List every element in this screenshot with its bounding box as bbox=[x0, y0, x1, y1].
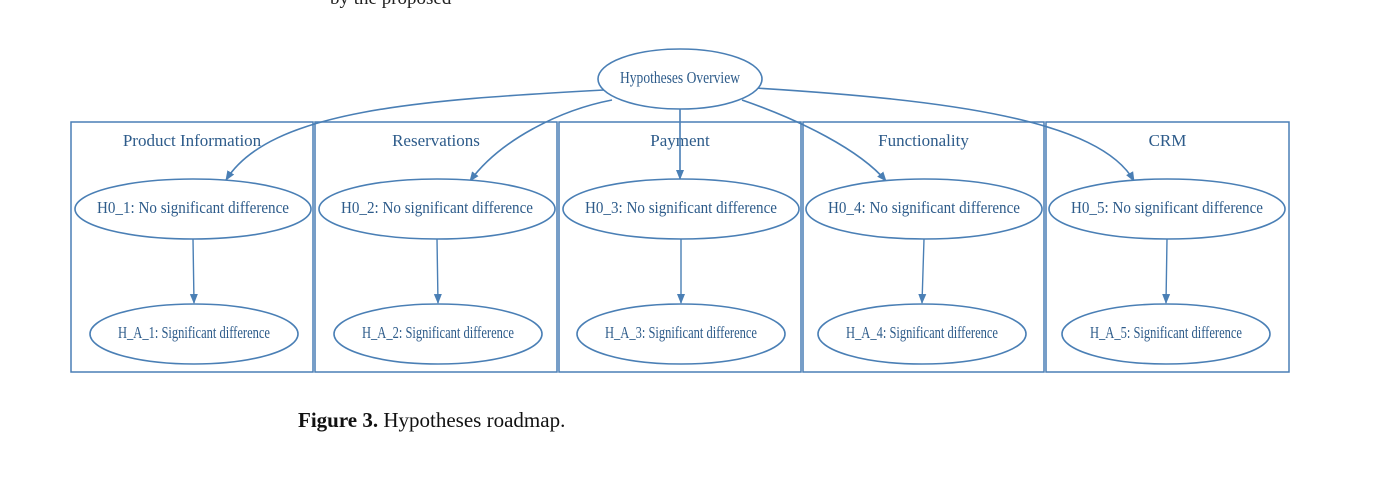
cluster-label-4: Functionality bbox=[878, 131, 969, 150]
ha-node-label-4: H_A_4: Significant difference bbox=[846, 323, 998, 342]
cluster-box-1 bbox=[70, 121, 314, 373]
ha-node-label-3: H_A_3: Significant difference bbox=[605, 323, 757, 342]
h0-node-label-4: H0_4: No significant difference bbox=[828, 198, 1020, 217]
cluster-box-5 bbox=[1045, 121, 1290, 373]
cluster-label-2: Reservations bbox=[392, 131, 480, 150]
edge-h0-to-ha-2 bbox=[433, 238, 442, 304]
cropped-text-line: by the proposed bbox=[330, 0, 730, 8]
edge-root-to-h0-5 bbox=[754, 87, 1135, 182]
ha-node-2 bbox=[333, 303, 543, 365]
h0-node-2 bbox=[318, 178, 556, 240]
cluster-box-2 bbox=[314, 121, 558, 373]
ha-node-label-2: H_A_2: Significant difference bbox=[362, 323, 514, 342]
h0-node-3 bbox=[562, 178, 800, 240]
cluster-box-4 bbox=[802, 121, 1045, 373]
h0-node-label-2: H0_2: No significant difference bbox=[341, 198, 533, 217]
ha-node-label-1: H_A_1: Significant difference bbox=[118, 323, 270, 342]
cluster-label-1: Product Information bbox=[123, 131, 262, 150]
edge-root-to-h0-2 bbox=[469, 99, 613, 182]
h0-node-label-3: H0_3: No significant difference bbox=[585, 198, 777, 217]
root-node-label: Hypotheses Overview bbox=[620, 68, 741, 87]
ha-node-1 bbox=[89, 303, 299, 365]
edge-root-to-h0-1 bbox=[225, 89, 605, 181]
edge-h0-to-ha-5 bbox=[1162, 238, 1171, 304]
h0-node-5 bbox=[1048, 178, 1286, 240]
ha-node-3 bbox=[576, 303, 786, 365]
edge-root-to-h0-4 bbox=[741, 99, 887, 182]
root-node bbox=[597, 48, 763, 110]
edge-h0-to-ha-1 bbox=[189, 238, 198, 304]
ha-node-4 bbox=[817, 303, 1027, 365]
figure-caption-label: Figure 3. bbox=[298, 408, 379, 432]
h0-node-label-1: H0_1: No significant difference bbox=[97, 198, 289, 217]
ha-node-label-5: H_A_5: Significant difference bbox=[1090, 323, 1242, 342]
figure-caption-text: Hypotheses roadmap. bbox=[383, 408, 566, 432]
h0-node-1 bbox=[74, 178, 312, 240]
figure-caption: Figure 3. Hypotheses roadmap. bbox=[298, 408, 565, 433]
ha-node-5 bbox=[1061, 303, 1271, 365]
h0-node-4 bbox=[805, 178, 1043, 240]
h0-node-label-5: H0_5: No significant difference bbox=[1071, 198, 1263, 217]
cluster-label-5: CRM bbox=[1149, 131, 1187, 150]
edge-h0-to-ha-4 bbox=[918, 238, 927, 304]
